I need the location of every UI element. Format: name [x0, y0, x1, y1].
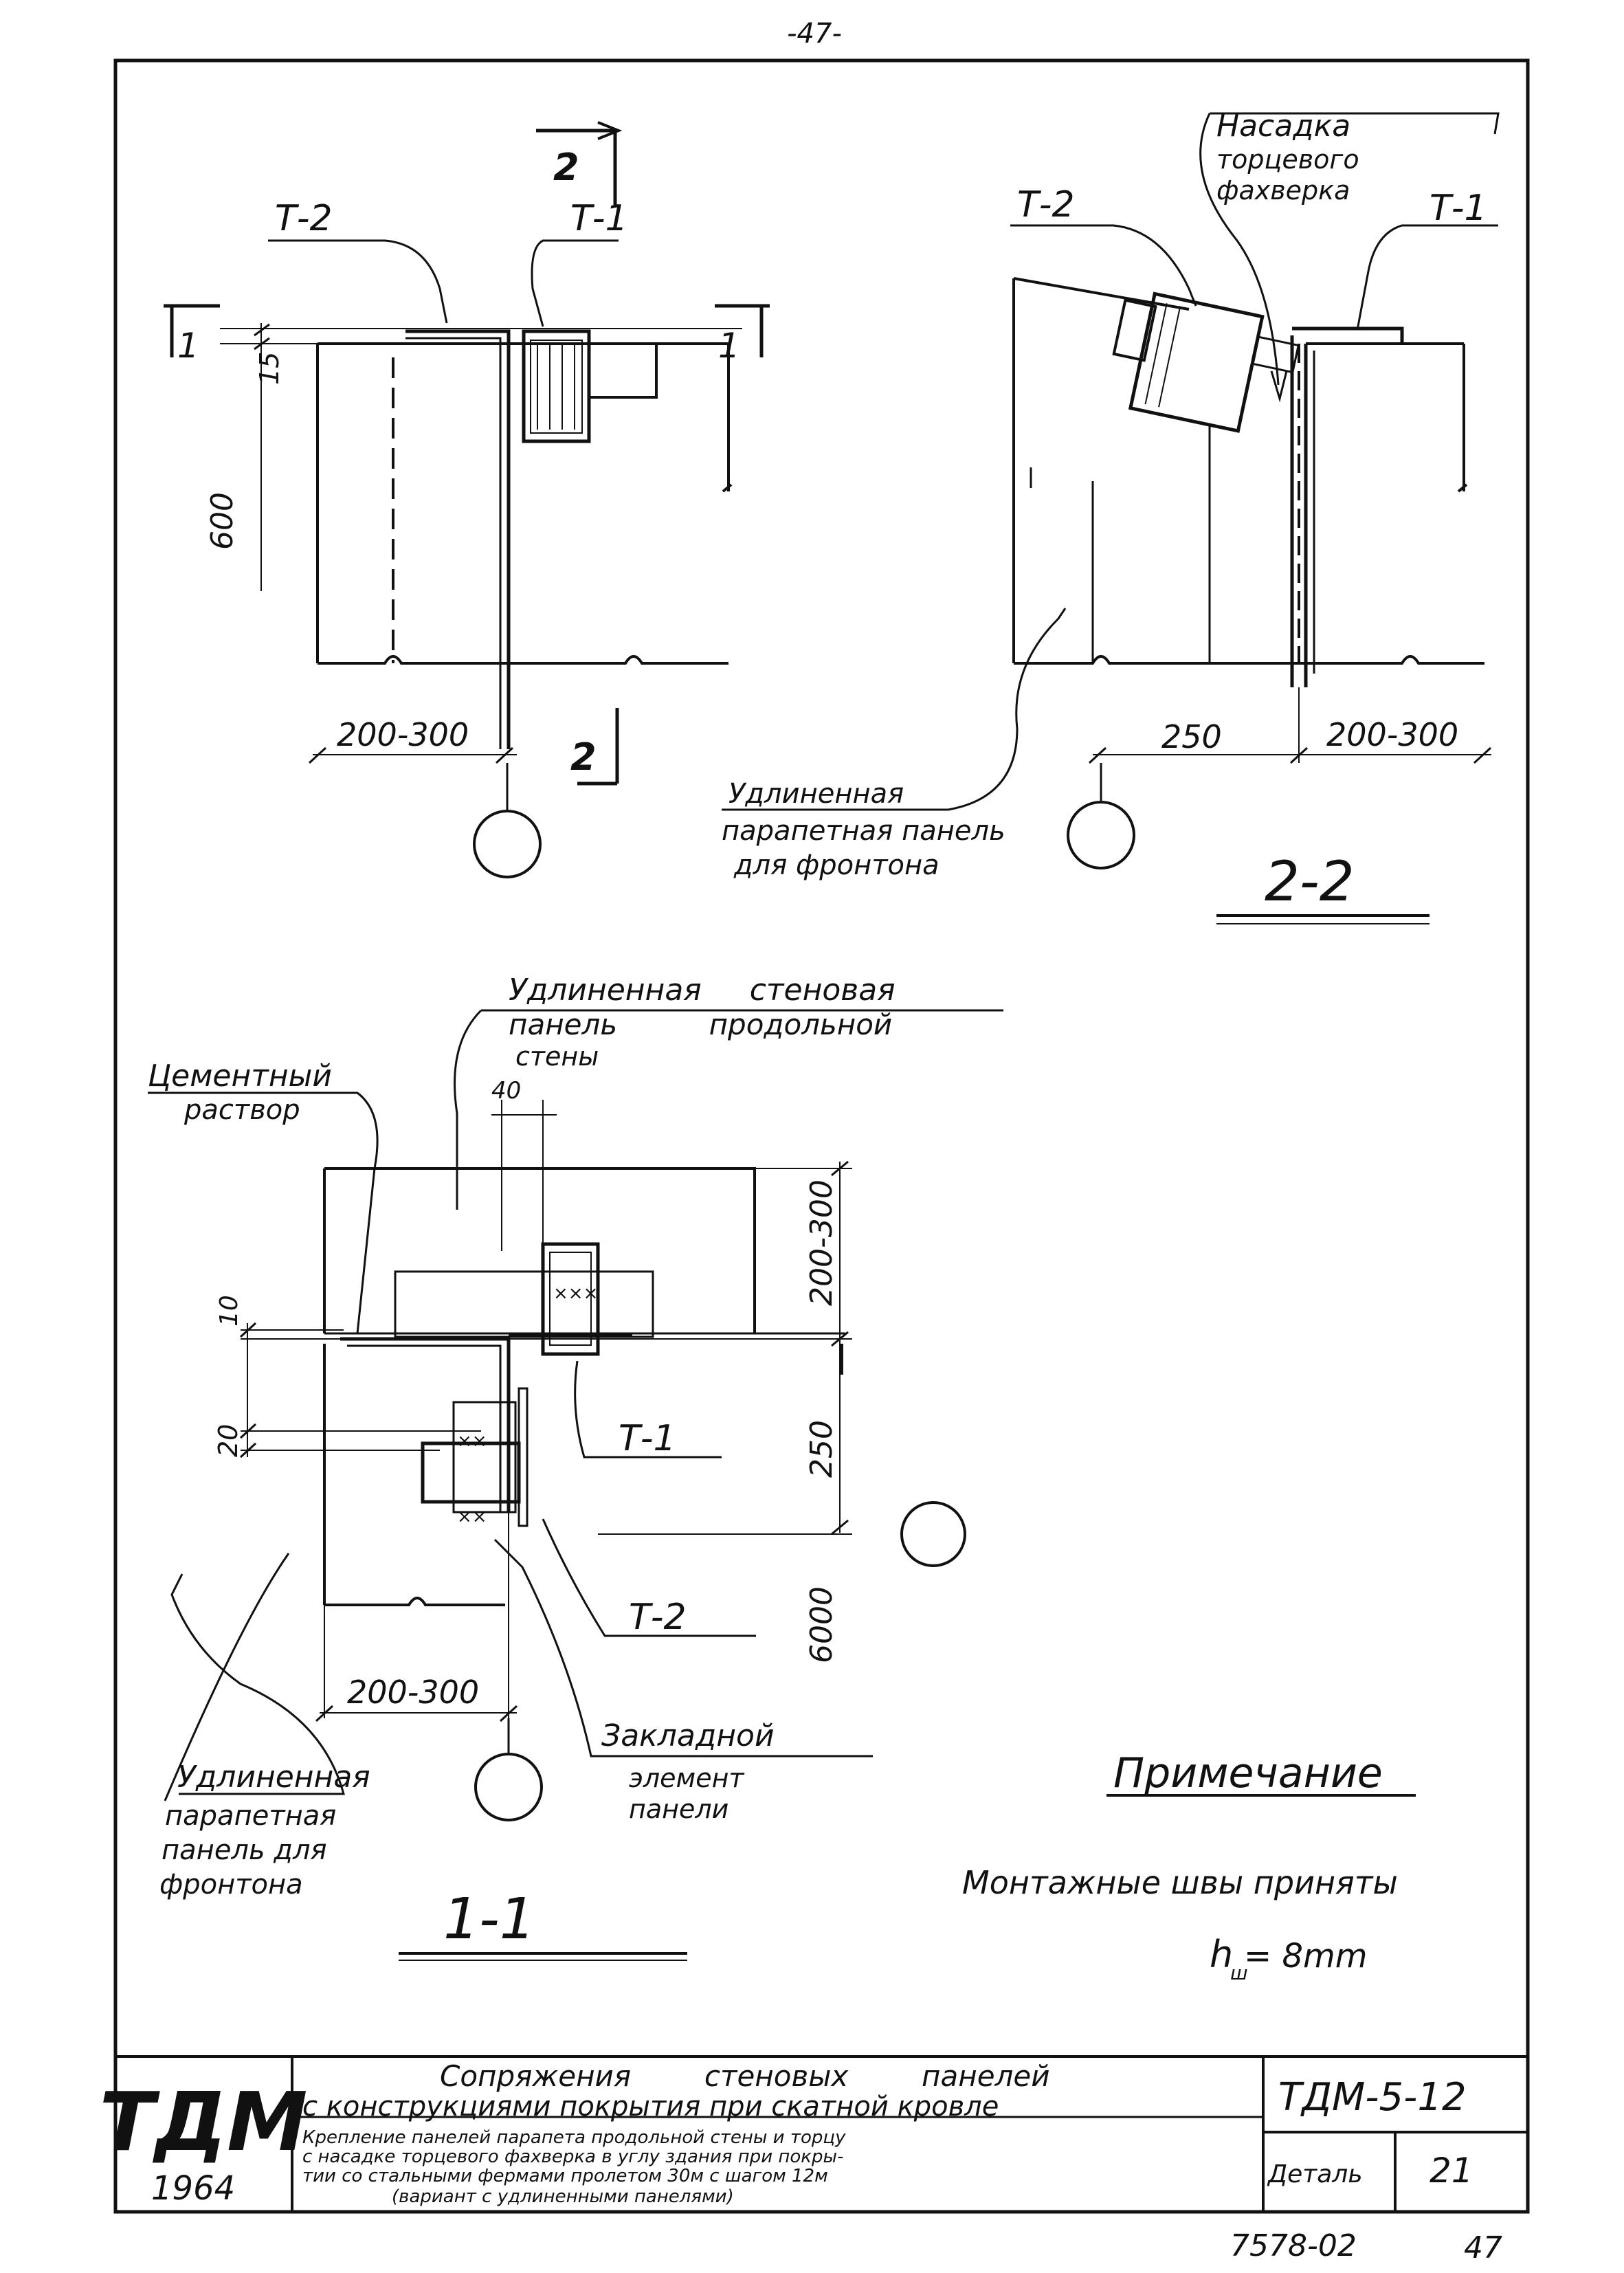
wall-panel-line3: стены: [515, 1041, 599, 1072]
embed-line2: элемент: [629, 1763, 745, 1793]
label-t1-top-left: Т-1: [570, 198, 628, 239]
svg-text:×××: ×××: [553, 1283, 598, 1304]
dim-6000: 6000: [804, 1586, 839, 1663]
dim-200-300-horizontal: 200-300: [347, 1674, 479, 1711]
sub-line4: (вариант с удлиненными панелями): [392, 2186, 734, 2207]
nasadka-line2: торцевого: [1216, 144, 1359, 175]
cut-label-1-right: 1: [718, 326, 740, 366]
nasadka-line3: фахверка: [1216, 175, 1350, 206]
dim-200-300-top-right: 200-300: [1326, 716, 1458, 753]
dim-15: 15: [254, 352, 285, 385]
mortar-line2: раствор: [183, 1094, 300, 1126]
note-formula-value: = 8mm: [1244, 1937, 1368, 1975]
view-top-right: [722, 112, 1500, 924]
dim-600: 600: [205, 492, 240, 550]
dim-250-top-right: 250: [1161, 718, 1222, 755]
dim-200-300-top-left: 200-300: [337, 716, 469, 753]
section-title-2-2: 2-2: [1265, 850, 1355, 913]
sheet-frame: [113, 58, 1530, 2214]
embed-line3: панели: [629, 1794, 728, 1824]
title-line2: с конструкциями покрытия при скатной кро…: [302, 2091, 999, 2122]
parapet-panel-line1: Удлиненная: [728, 778, 904, 810]
note-text: Монтажные швы приняты: [962, 1864, 1398, 1901]
dim-250-bottom: 250: [804, 1420, 839, 1478]
cut-label-2-bottom: 2: [570, 735, 597, 779]
view-top-left: [164, 121, 770, 878]
note-formula-sub: ш: [1230, 1962, 1248, 1984]
parapet-bottom-line3: панель для: [162, 1834, 327, 1866]
note-formula-main: h: [1210, 1933, 1233, 1976]
dim-200-300-vertical: 200-300: [804, 1179, 839, 1306]
parapet-bottom-line1: Удлиненная: [177, 1760, 370, 1795]
view-bottom: ××× ×× ××: [148, 1009, 1003, 1961]
sub-line1: Крепление панелей парапета продольной ст…: [302, 2127, 846, 2148]
label-t2-top-left: Т-2: [275, 198, 333, 239]
detail-label: Деталь: [1267, 2160, 1363, 2188]
dim-40: 40: [491, 1077, 521, 1105]
embed-line1: Закладной: [601, 1718, 775, 1753]
sub-line3: тии со стальными фермами пролетом 30м с …: [302, 2166, 828, 2186]
title-line1: Сопряжения стеновых панелей: [440, 2059, 1050, 2093]
title-year: 1964: [151, 2169, 235, 2208]
wall-panel-line1: Удлиненная стеновая: [509, 973, 896, 1008]
note-block: Примечание Монтажные швы приняты h ш = 8…: [962, 1749, 1416, 1984]
parapet-panel-line3: для фронтона: [733, 850, 939, 881]
label-t2-bottom: Т-2: [629, 1597, 687, 1638]
view-bottom-labels: Удлиненная стеновая панель продольной ст…: [148, 973, 896, 1952]
page-number-top: -47-: [787, 18, 842, 49]
title-block: ТДМ 1964 Сопряжения стеновых панелей с к…: [99, 2059, 1473, 2208]
dim-10: 10: [215, 1295, 243, 1327]
label-t2-top-right: Т-2: [1017, 184, 1075, 225]
parapet-bottom-line2: парапетная: [165, 1800, 336, 1832]
archive-number: 7578-02: [1230, 2228, 1357, 2263]
detail-number: 21: [1430, 2151, 1473, 2191]
wall-panel-line2: панель продольной: [509, 1008, 892, 1041]
cut-label-2-top: 2: [553, 146, 579, 189]
footer-page: 47: [1464, 2230, 1502, 2265]
svg-text:××: ××: [457, 1507, 487, 1527]
view-top-left-labels: 2 2 1 1 Т-2 Т-1 15 600 200-300: [177, 146, 740, 779]
nasadka-line1: Насадка: [1216, 109, 1350, 144]
parapet-panel-line2: парапетная панель: [722, 815, 1005, 847]
cut-label-1-left: 1: [177, 326, 199, 366]
view-top-right-labels: Насадка торцевого фахверка Т-2 Т-1 250 2…: [722, 109, 1487, 913]
section-title-1-1: 1-1: [443, 1887, 535, 1952]
note-title: Примечание: [1113, 1749, 1383, 1797]
mortar-line1: Цементный: [148, 1058, 332, 1094]
label-t1-bottom: Т-1: [619, 1418, 676, 1459]
sub-line2: с насадке торцевого фахверка в углу здан…: [302, 2147, 843, 2167]
label-t1-top-right: Т-1: [1430, 188, 1487, 229]
title-logo: ТДМ: [99, 2074, 307, 2169]
dim-20: 20: [213, 1424, 243, 1457]
title-code: ТДМ-5-12: [1278, 2075, 1467, 2120]
parapet-bottom-line4: фронтона: [159, 1869, 303, 1900]
svg-text:××: ××: [457, 1431, 487, 1452]
